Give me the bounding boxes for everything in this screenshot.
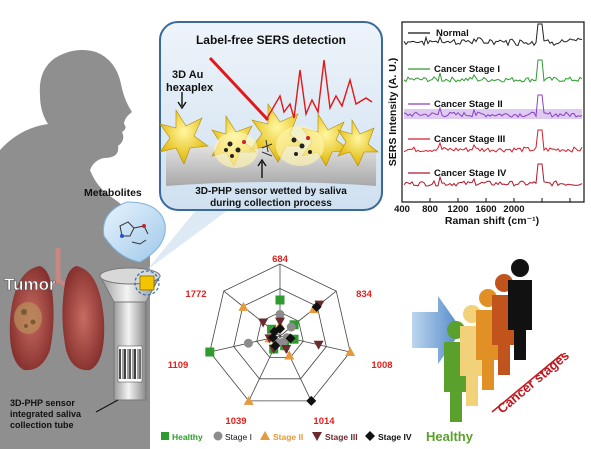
radar-marker-inverted-triangle-3 bbox=[313, 340, 324, 350]
radar-ring-2 bbox=[233, 288, 327, 380]
legend-healthy-label: Healthy bbox=[172, 432, 203, 442]
legend-stage-ii-marker bbox=[260, 431, 270, 440]
stage-figures bbox=[444, 259, 532, 422]
saliva-film-molecules bbox=[214, 126, 324, 168]
radar-marker-triangle-5 bbox=[243, 395, 254, 405]
laser-beam bbox=[208, 56, 270, 122]
radar-marker-triangle-7 bbox=[238, 301, 249, 311]
zoom-callout bbox=[147, 210, 228, 270]
radar-marker-diamond-4 bbox=[306, 395, 317, 406]
radar-marker-triangle-3 bbox=[345, 347, 356, 357]
legend-stage-i: Cancer Stage I bbox=[434, 64, 500, 75]
saliva-droplet bbox=[102, 201, 166, 263]
radar-marker-circle-4 bbox=[278, 337, 288, 347]
radar-marker-square-6 bbox=[205, 347, 215, 357]
spectrum-band-stage-ii bbox=[404, 109, 582, 119]
radar-marker-diamond-2 bbox=[311, 301, 322, 312]
radar-axis-label-834: 834 bbox=[356, 289, 373, 300]
radar-marker-circle-2 bbox=[286, 322, 296, 332]
hexaplex-label-line-1: 3D Au bbox=[172, 69, 203, 81]
radar-axis-label-1008: 1008 bbox=[371, 360, 392, 371]
spectrum-trace-5 bbox=[403, 163, 583, 187]
radar-marker-inverted-triangle-1 bbox=[275, 317, 285, 327]
metabolite-molecules-icon bbox=[119, 221, 149, 245]
radar-axis-label-684: 684 bbox=[272, 254, 289, 265]
spectrum-trace-3 bbox=[403, 94, 583, 118]
radar-ring-3 bbox=[209, 263, 351, 402]
radar-marker-diamond-3 bbox=[285, 333, 296, 344]
radar-marker-square-1 bbox=[275, 295, 285, 305]
tube-caption-line-1: 3D-PHP sensor bbox=[10, 398, 75, 408]
radar-legend: Healthy Stage I Stage II Stage III Stage… bbox=[161, 431, 412, 442]
sers-spectra-chart: 400 800 1200 1600 2000 Raman shift (cm⁻¹… bbox=[387, 21, 585, 227]
sers-panel-title: Label-free SERS detection bbox=[196, 33, 346, 47]
metabolites-label: Metabolites bbox=[84, 187, 142, 199]
spectrum-trace-2 bbox=[403, 59, 583, 83]
tube-caption-line-2: integrated saliva bbox=[10, 409, 82, 419]
spectra-xtick-2000: 2000 bbox=[503, 204, 524, 215]
raman-signal-trace bbox=[265, 59, 373, 121]
spectra-xtick-1600: 1600 bbox=[475, 204, 496, 215]
legend-stage-iii-marker bbox=[312, 432, 322, 441]
sensor-caption-line-1: 3D-PHP sensor wetted by saliva bbox=[195, 186, 347, 197]
legend-stage-iii-label: Stage III bbox=[325, 432, 358, 442]
spectrum-trace-4 bbox=[403, 129, 583, 153]
radar-axis-label-1014: 1014 bbox=[313, 416, 335, 427]
lungs-illustration bbox=[9, 248, 105, 371]
legend-healthy-marker bbox=[161, 432, 169, 440]
sensor-caption-line-2: during collection process bbox=[210, 198, 332, 209]
radar-marker-inverted-triangle-4 bbox=[281, 344, 292, 354]
hexaplex-label-line-2: hexaplex bbox=[166, 82, 214, 94]
radar-marker-circle-6 bbox=[243, 338, 253, 348]
tube-caption-line-3: collection tube bbox=[10, 420, 74, 430]
barcode-icon bbox=[119, 349, 141, 379]
spectra-y-axis-label: SERS Intensity (A. U.) bbox=[387, 58, 399, 167]
legend-stage-iii: Cancer Stage III bbox=[434, 134, 505, 145]
spectra-x-axis-label: Raman shift (cm⁻¹) bbox=[445, 215, 539, 227]
legend-stage-iv-label: Stage IV bbox=[378, 432, 412, 442]
spectrum-trace-1 bbox=[403, 23, 583, 47]
spectra-traces bbox=[403, 23, 583, 187]
radar-marker-inverted-triangle-7 bbox=[258, 318, 269, 328]
radar-axis-label-1039: 1039 bbox=[225, 416, 246, 427]
spectra-xtick-800: 800 bbox=[422, 204, 438, 215]
legend-stage-iv: Cancer Stage IV bbox=[434, 168, 507, 179]
radar-axis-label-1772: 1772 bbox=[185, 289, 206, 300]
radar-marker-diamond-7 bbox=[269, 326, 280, 337]
legend-normal: Normal bbox=[436, 28, 469, 39]
legend-stage-iv-marker bbox=[365, 431, 375, 441]
legend-stage-ii-label: Stage II bbox=[273, 432, 303, 442]
spectra-x-ticks bbox=[401, 198, 571, 202]
radar-chart bbox=[205, 263, 356, 406]
sers-detection-panel bbox=[159, 21, 383, 211]
saliva-collection-tube bbox=[99, 267, 161, 401]
radar-marker-triangle-4 bbox=[284, 350, 295, 360]
sensor-chip bbox=[139, 275, 155, 291]
tumor-label: Tumor bbox=[4, 275, 56, 294]
arrow-down-icon bbox=[177, 101, 187, 110]
legend-stage-i-marker bbox=[213, 431, 223, 441]
spectra-xtick-400: 400 bbox=[394, 204, 410, 215]
figure-stage-4 bbox=[508, 259, 532, 360]
radar-markers bbox=[205, 295, 356, 406]
healthy-label: Healthy bbox=[426, 429, 474, 444]
legend-stage-ii: Cancer Stage II bbox=[434, 99, 503, 110]
arrow-up-icon bbox=[257, 158, 267, 167]
cancer-stages-underline bbox=[491, 353, 563, 413]
spectra-xtick-1200: 1200 bbox=[447, 204, 468, 215]
radar-ring-1 bbox=[256, 311, 304, 358]
legend-stage-i-label: Stage I bbox=[225, 432, 252, 442]
radar-marker-diamond-5 bbox=[270, 340, 281, 351]
radar-marker-circle-1 bbox=[275, 309, 285, 319]
radar-axis-label-1109: 1109 bbox=[168, 360, 189, 371]
tumor-mass bbox=[14, 302, 42, 334]
